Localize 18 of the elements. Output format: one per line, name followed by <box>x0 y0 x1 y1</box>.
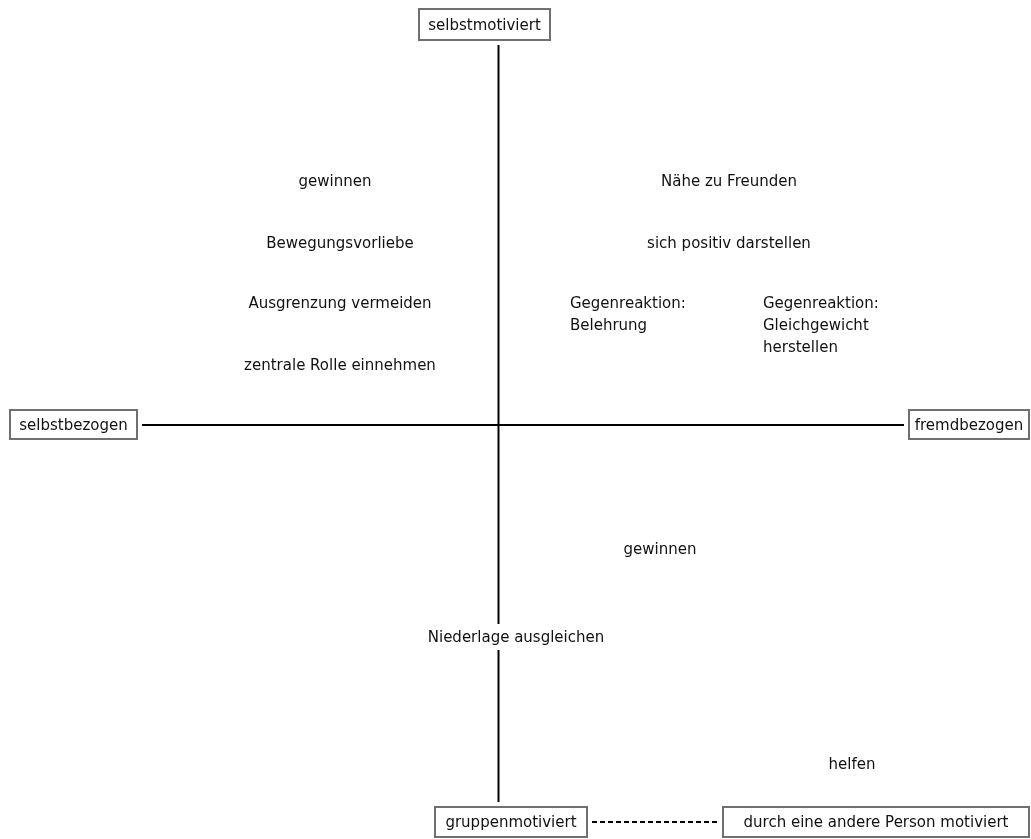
label-box: selbstbezogen <box>9 409 138 440</box>
label-box: gruppenmotiviert <box>434 806 588 838</box>
motive-label: Nähe zu Freunden <box>660 171 798 192</box>
motive-label: Gegenreaktion: Belehrung <box>570 293 687 336</box>
motive-label: Gegenreaktion: Gleichgewicht herstellen <box>763 293 880 358</box>
dashed-line <box>591 821 719 823</box>
motive-label: helfen <box>827 754 877 775</box>
label-box: durch eine andere Person motiviert <box>722 806 1030 838</box>
motive-label: Bewegungsvorliebe <box>265 233 415 254</box>
motive-label: gewinnen <box>622 539 698 560</box>
axis-line <box>141 424 905 426</box>
motive-label: Ausgrenzung vermeiden <box>247 293 433 314</box>
motive-label: zentrale Rolle einnehmen <box>243 355 437 376</box>
motive-label: sich positiv darstellen <box>646 233 812 254</box>
label-box: fremdbezogen <box>908 409 1030 440</box>
axis-line <box>497 44 500 803</box>
motive-label: gewinnen <box>297 171 373 192</box>
label-box: selbstmotiviert <box>418 8 551 41</box>
